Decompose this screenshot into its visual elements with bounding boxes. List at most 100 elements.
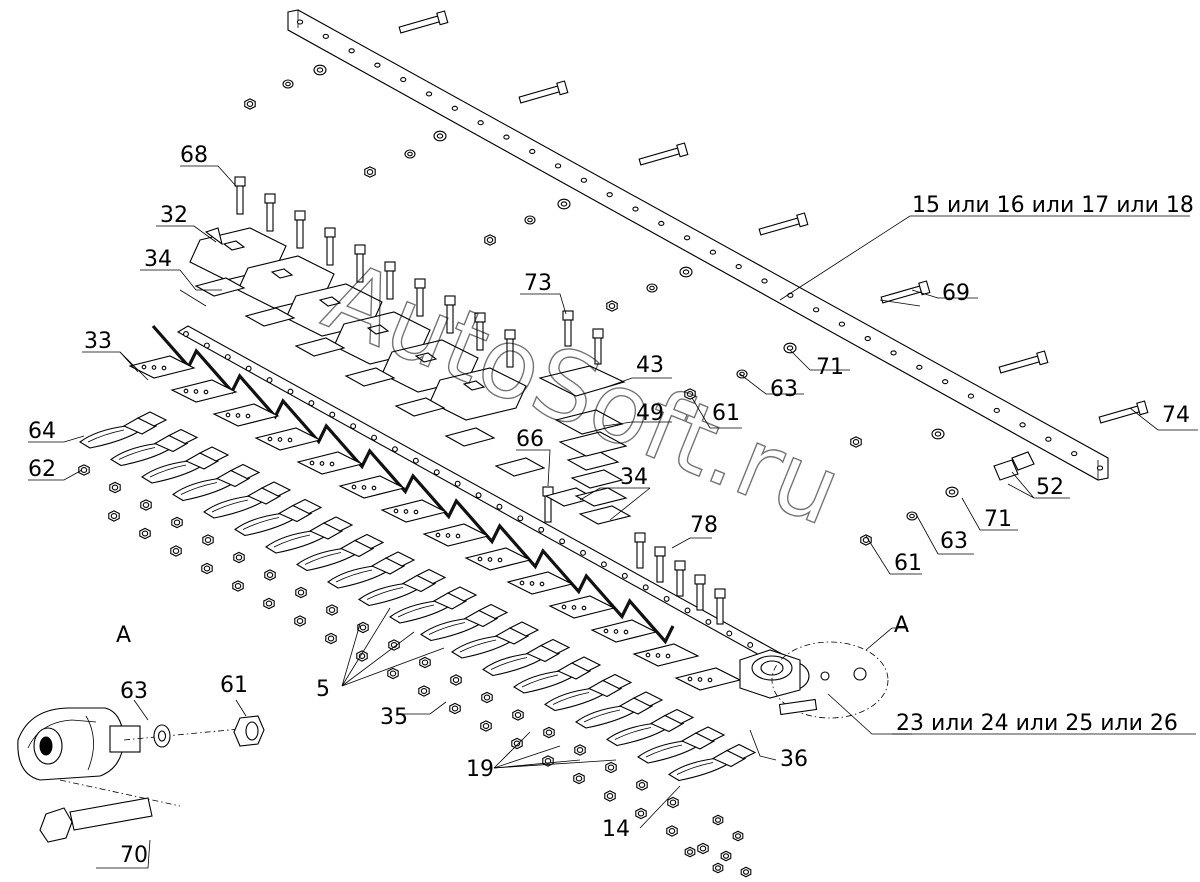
bolt-shank: [594, 337, 602, 365]
guard-clip: [167, 428, 199, 445]
plate-hole: [319, 461, 325, 466]
plate-hole: [519, 580, 525, 586]
plate-hole: [287, 437, 293, 443]
plate-hole: [141, 364, 147, 370]
bolt-shank: [266, 202, 274, 232]
guard-base: [308, 522, 344, 540]
guard-ridge: [87, 429, 125, 443]
bar-hole: [374, 62, 381, 68]
bar-hole: [658, 220, 665, 226]
guard-tip: [141, 460, 202, 484]
bracket-49b-icon: [558, 431, 628, 457]
bolt-icon: [264, 193, 276, 232]
bolt-icon: [504, 329, 516, 368]
nut-hole: [638, 782, 646, 788]
guard-ridge: [552, 692, 590, 705]
long-bolts: [398, 10, 1149, 424]
washer-hole: [649, 285, 655, 291]
finger-guard-icon: [265, 516, 354, 554]
finger-guard-icon: [79, 411, 168, 449]
bolt-shank: [564, 319, 572, 347]
bolt-head: [654, 546, 666, 557]
small-plate-icon: [570, 469, 624, 489]
bar-hole: [967, 393, 975, 399]
guard-clip: [539, 638, 571, 655]
right-group: [538, 365, 1035, 625]
label-61-top: 61: [712, 401, 740, 426]
knife-hole: [475, 492, 482, 499]
guard-ridge: [180, 482, 218, 495]
nut-hole: [575, 775, 583, 782]
nut-hole: [482, 723, 490, 729]
bar-hole: [1045, 436, 1052, 442]
bar-hole: [1019, 422, 1026, 428]
label-63-top: 63: [770, 377, 798, 402]
washer-hole: [560, 201, 568, 207]
knife-hole: [287, 388, 294, 395]
guard-base: [401, 574, 437, 593]
knife-hole: [580, 549, 586, 556]
bar-hole: [890, 350, 897, 356]
finger-guard-icon: [668, 743, 757, 782]
knife-zigzag: [151, 324, 675, 645]
label-74: 74: [1162, 403, 1190, 428]
bolt-shank: [386, 270, 394, 300]
bar-hole: [348, 48, 355, 54]
bar-hole: [735, 264, 742, 270]
nut-hole: [234, 583, 242, 589]
bar-hole: [606, 192, 613, 198]
bolt-head: [676, 142, 689, 158]
bolt-shank: [880, 285, 922, 304]
guard-clip: [508, 621, 540, 637]
knife-hole: [663, 595, 670, 602]
knife-hole: [621, 572, 628, 579]
plate-hole: [477, 556, 483, 562]
guard-clip: [291, 498, 323, 515]
label-73: 73: [524, 271, 552, 296]
guard-clip: [384, 551, 416, 567]
bar-hole: [425, 91, 433, 97]
view-a-parts: [778, 667, 867, 716]
finger-guard-icon: [451, 621, 540, 659]
guard-ridge: [583, 709, 621, 723]
nut-hole: [514, 712, 522, 718]
plate-hole: [267, 436, 273, 442]
guard-tip: [575, 705, 636, 729]
bar-hole: [296, 19, 304, 25]
small-plate-icon: [294, 337, 346, 357]
finger-guard-icon: [203, 481, 292, 519]
guard-base: [463, 609, 499, 628]
label-35: 35: [380, 705, 408, 730]
bolt-row-68: [234, 176, 604, 523]
knife-hole: [747, 642, 754, 648]
detail-title-a: А: [116, 623, 131, 648]
plate-hole: [655, 653, 661, 658]
nut-hole: [328, 607, 336, 613]
knife-hole: [371, 434, 378, 441]
bolt-head: [592, 328, 604, 339]
guard-clip: [570, 656, 602, 672]
finger-guard-icon: [544, 673, 633, 712]
plate-hole: [151, 365, 157, 370]
guard-ridge: [304, 552, 342, 565]
guard-base: [153, 434, 189, 453]
guard-tip: [606, 722, 667, 747]
knife-hole: [559, 538, 566, 545]
bar-hole: [477, 120, 484, 126]
label-33: 33: [84, 329, 112, 354]
guard-clip: [477, 603, 509, 620]
small-plate-icon: [194, 277, 246, 297]
bar-hole: [451, 105, 458, 111]
nut-hole: [714, 817, 722, 823]
guard-base: [649, 714, 685, 733]
guard-tip: [637, 740, 698, 764]
nut-hole: [637, 810, 645, 817]
guard-clip: [260, 481, 292, 497]
bolt-shank: [518, 85, 560, 104]
guard-base: [370, 557, 406, 575]
bar-hole: [632, 206, 639, 212]
nut-hole: [483, 694, 491, 701]
nut-hole: [420, 688, 428, 694]
knife-hole: [454, 480, 461, 487]
